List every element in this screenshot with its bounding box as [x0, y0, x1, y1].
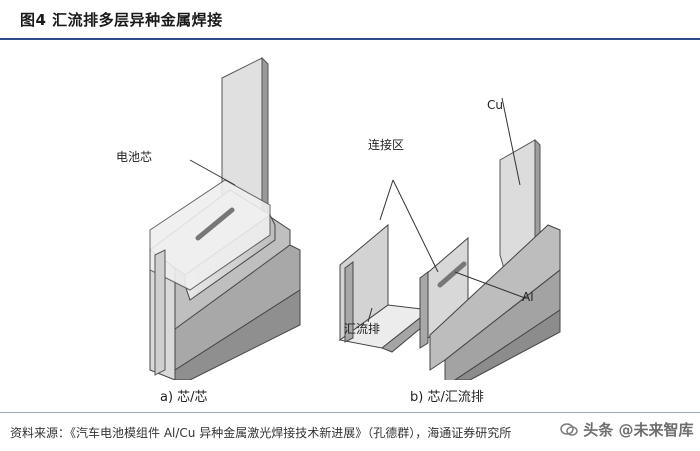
caption-b: b) 芯/汇流排 [410, 390, 484, 405]
label-connection-zone: 连接区 [368, 138, 405, 152]
footer-divider [0, 412, 700, 413]
diagram-cell-to-busbar [338, 97, 561, 380]
figure-title: 图4 汇流排多层异种金属焊接 [20, 11, 223, 29]
diagram-cell-to-cell [149, 56, 301, 380]
label-al: Al [522, 290, 534, 304]
figure-illustration: 电池芯 a) 芯/芯 连接区 Cu Al 汇流排 b) 芯/汇流排 [0, 40, 700, 412]
label-busbar: 汇流排 [344, 322, 381, 336]
watermark-icon [560, 423, 578, 436]
watermark: 头条 @未来智库 [560, 419, 693, 440]
caption-a: a) 芯/芯 [160, 390, 208, 405]
watermark-text: 头条 @未来智库 [583, 421, 694, 439]
source-note: 资料来源：《汽车电池模组件 Al/Cu 异种金属激光焊接技术新进展》（孔德群），… [10, 426, 512, 440]
figure-header: 图4 汇流排多层异种金属焊接 [0, 0, 700, 40]
label-battery-cell: 电池芯 [116, 150, 153, 164]
label-cu: Cu [487, 98, 503, 112]
